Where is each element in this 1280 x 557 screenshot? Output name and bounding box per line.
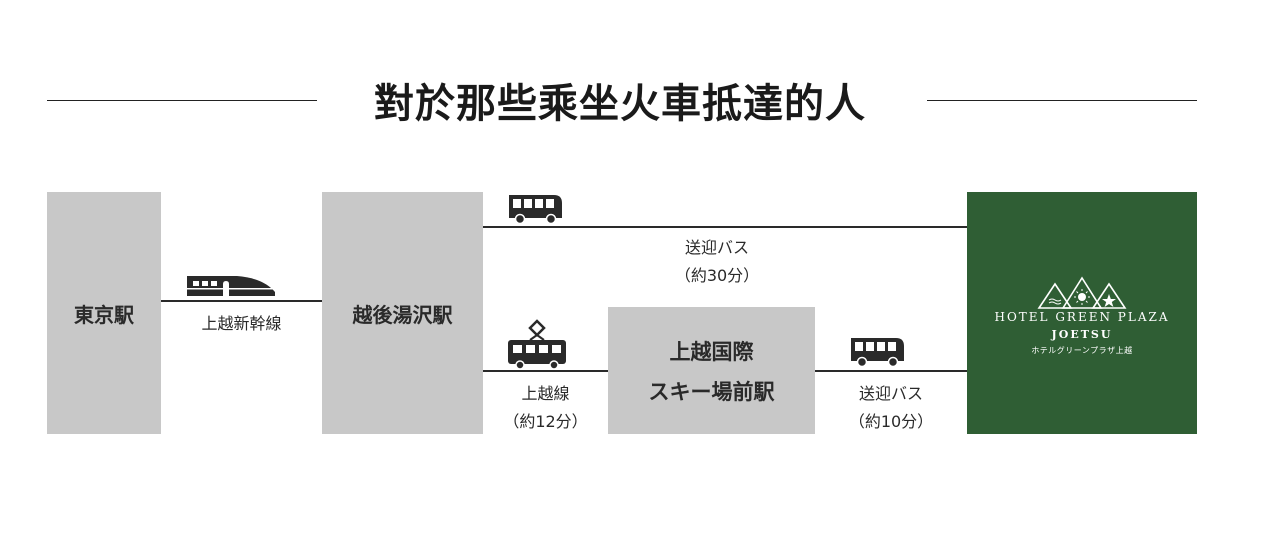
station-echigo-yuzawa: 越後湯沢駅 [322,192,483,434]
hotel-name-en: HOTEL GREEN PLAZA [994,310,1170,324]
station-joetsu-kokusai: 上越国際 スキー場前駅 [608,307,815,434]
hotel-name-en-sub: JOETSU [1051,328,1113,341]
station-joetsu-kokusai-label-line2: スキー場前駅 [648,379,775,404]
joetsu-line-route-time: （約12分） [503,412,588,431]
joetsu-line-label: 上越線 （約12分） [483,380,608,436]
hotel-destination: HOTEL GREEN PLAZA JOETSU ホテルグリーンプラザ上越 [967,192,1197,434]
station-tokyo: 東京駅 [47,192,161,434]
shinkansen-route-line [161,300,322,302]
local-train-icon [508,319,566,370]
bus-icon [509,195,562,225]
shuttle-short-route-name: 送迎バス [858,384,923,403]
shuttle-short-label: 送迎バス （約10分） [815,380,967,436]
title-rule-right [927,100,1197,101]
hotel-name-jp: ホテルグリーンプラザ上越 [1031,346,1133,355]
shinkansen-route-label: 上越新幹線 [201,314,282,333]
station-tokyo-label: 東京駅 [74,302,134,327]
shuttle-direct-route-line [483,226,967,228]
page-title: 對於那些乘坐火車抵達的人 [374,81,866,127]
station-joetsu-kokusai-label-line1: 上越国際 [669,339,754,364]
joetsu-line-route-line [483,370,608,372]
shuttle-short-route-time: （約10分） [848,412,934,431]
shinkansen-train-icon [187,276,275,296]
mountain-logo-icon [1037,276,1127,309]
shuttle-direct-route-time: （約30分） [674,266,760,285]
title-rule-left [47,100,317,101]
bus-icon [851,338,904,368]
joetsu-line-route-name: 上越線 [521,384,570,403]
station-echigo-yuzawa-label: 越後湯沢駅 [352,302,453,327]
shuttle-direct-route-name: 送迎バス [684,238,749,257]
shuttle-short-route-line [815,370,967,372]
shuttle-direct-label: 送迎バス （約30分） [617,234,817,290]
